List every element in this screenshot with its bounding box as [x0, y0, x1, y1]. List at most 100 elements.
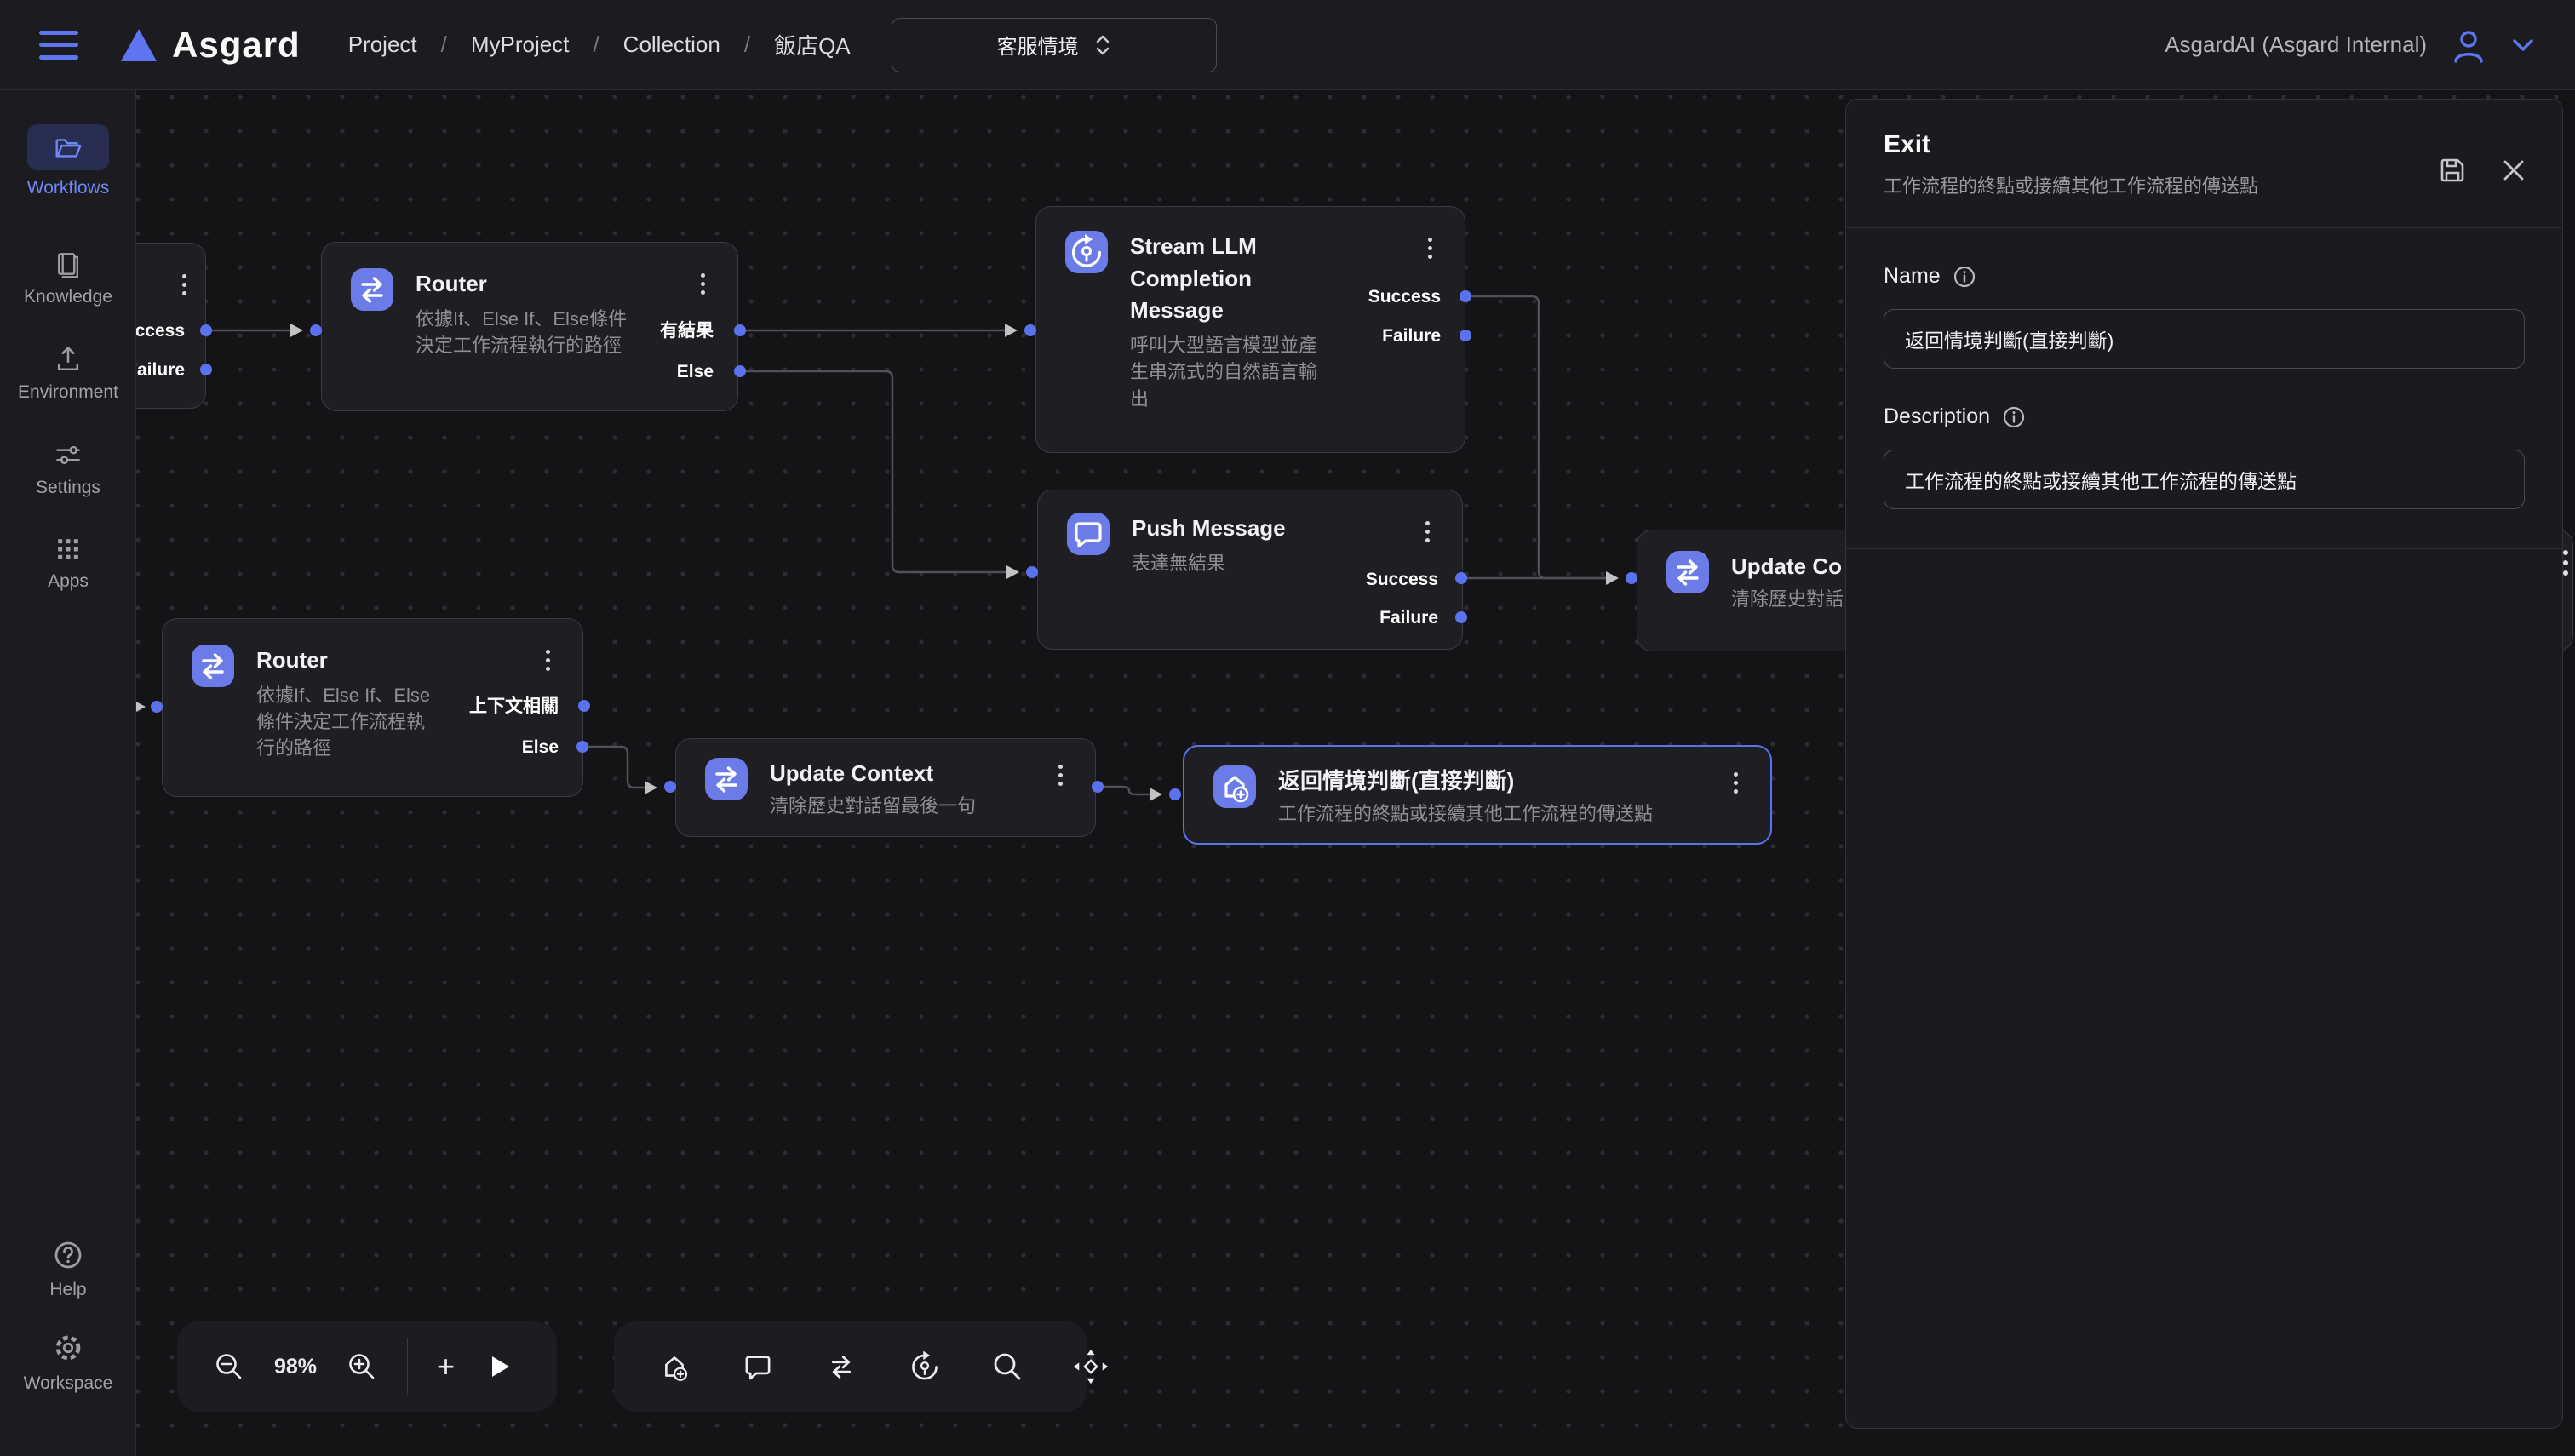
- node-menu-button[interactable]: [1414, 516, 1440, 547]
- router-node-tool-icon[interactable]: [823, 1349, 859, 1384]
- node-config-panel: Exit 工作流程的終點或接續其他工作流程的傳送點 Name Descripti…: [1845, 99, 2563, 1429]
- node-title: Update Context: [770, 760, 934, 786]
- exit-icon: [1213, 765, 1256, 808]
- sidebar-item-workflows[interactable]: Workflows: [0, 124, 136, 198]
- workflows-active-box: [27, 124, 109, 170]
- breadcrumb-separator: /: [743, 32, 751, 57]
- sidebar-item-apps[interactable]: Apps: [0, 535, 136, 592]
- exit-node-tool-icon[interactable]: [657, 1349, 692, 1384]
- zoom-toolbar: 98% +: [177, 1321, 557, 1412]
- folder-icon: [55, 139, 82, 158]
- update-context-icon: [705, 758, 748, 800]
- move-tool-icon[interactable]: [1072, 1348, 1110, 1385]
- panel-divider: [1846, 548, 2562, 549]
- sidebar-item-settings[interactable]: Settings: [0, 439, 136, 498]
- breadcrumb-current[interactable]: 飯店QA: [774, 33, 851, 59]
- upload-icon: [53, 344, 83, 375]
- panel-title: Exit: [1884, 130, 1931, 158]
- sidebar-item-label: Settings: [36, 478, 100, 497]
- node-description: 表達無結果: [1132, 552, 1226, 574]
- port-label-failure: Failure: [126, 360, 185, 380]
- node-title: Update Co: [1731, 553, 1842, 579]
- sidebar-item-knowledge[interactable]: Knowledge: [0, 249, 136, 307]
- zoom-in-button[interactable]: [346, 1350, 378, 1383]
- node-update-context[interactable]: Update Context 清除歷史對話留最後一句: [675, 738, 1096, 837]
- node-push-message[interactable]: Push Message 表達無結果 Success Failure: [1037, 490, 1463, 650]
- node-menu-button[interactable]: [1047, 760, 1073, 790]
- description-label: Description: [1884, 404, 1991, 428]
- top-navbar: Asgard Project / MyProject / Collection …: [0, 0, 2575, 90]
- zoom-out-button[interactable]: [213, 1350, 245, 1383]
- sidebar-item-help[interactable]: Help: [0, 1238, 136, 1300]
- breadcrumb-collection[interactable]: Collection: [622, 32, 720, 57]
- close-icon[interactable]: [2501, 158, 2526, 183]
- search-tool-icon[interactable]: [990, 1350, 1024, 1384]
- node-title: 返回情境判斷(直接判斷): [1278, 768, 1515, 794]
- node-menu-button-fragment[interactable]: [2563, 550, 2568, 576]
- sidebar-item-label: Workflows: [26, 178, 110, 198]
- add-button[interactable]: +: [437, 1349, 456, 1384]
- node-palette-toolbar: [614, 1321, 1109, 1412]
- port-label-else: Else: [676, 362, 714, 381]
- port-label-success: Success: [1368, 287, 1441, 307]
- node-description: 工作流程的終點或接續其他工作流程的傳送點: [1278, 802, 1654, 824]
- asgard-logo[interactable]: Asgard: [119, 25, 301, 66]
- breadcrumb-separator: /: [593, 32, 599, 57]
- name-input[interactable]: [1884, 309, 2525, 369]
- help-icon: [51, 1238, 85, 1272]
- node-description: 依據If、Else If、Else條件決定工作流程執行的路徑: [416, 307, 628, 356]
- logo-triangle-icon: [121, 28, 157, 61]
- panel-subtitle: 工作流程的終點或接續其他工作流程的傳送點: [1884, 175, 2259, 197]
- info-icon: [2003, 406, 2025, 427]
- breadcrumb: Project / MyProject / Collection / 飯店QA: [348, 29, 851, 60]
- description-input[interactable]: [1884, 450, 2525, 509]
- node-menu-button[interactable]: [1417, 232, 1442, 263]
- sidebar-item-workspace[interactable]: Workspace: [0, 1330, 136, 1394]
- chevron-up-down-icon: [1096, 35, 1109, 54]
- menu-icon[interactable]: [39, 30, 78, 60]
- node-description: 清除歷史對話留最後一句: [770, 794, 977, 817]
- node-menu-button[interactable]: [171, 269, 197, 300]
- info-icon: [1953, 266, 1975, 287]
- node-stream-llm[interactable]: Stream LLM Completion Message 呼叫大型語言模型並產…: [1035, 206, 1465, 453]
- sidebar-item-label: Knowledge: [24, 287, 112, 307]
- sidebar-item-label: Workspace: [23, 1373, 113, 1393]
- port-label-context: 上下文相關: [469, 696, 559, 716]
- update-context-icon: [1666, 551, 1709, 593]
- scenario-select[interactable]: 客服情境: [891, 17, 1217, 72]
- user-icon[interactable]: [2449, 26, 2488, 65]
- node-title: Router: [256, 647, 328, 673]
- sidebar-item-label: Help: [49, 1280, 87, 1299]
- node-title: Stream LLM Completion Message: [1130, 233, 1257, 324]
- toolbar-divider: [407, 1338, 409, 1395]
- port-label-else: Else: [521, 737, 559, 757]
- node-router-2[interactable]: Router 依據If、Else If、Else條件決定工作流程執行的路徑 上下…: [162, 618, 583, 797]
- chevron-down-icon[interactable]: [2510, 37, 2536, 54]
- node-menu-button[interactable]: [1723, 767, 1748, 798]
- node-menu-button[interactable]: [535, 645, 560, 675]
- node-router-1[interactable]: Router 依據If、Else If、Else條件決定工作流程執行的路徑 有結…: [321, 242, 738, 411]
- sidebar-item-environment[interactable]: Environment: [0, 344, 136, 403]
- llm-icon: [1065, 231, 1108, 273]
- account-label: AsgardAI (Asgard Internal): [2165, 32, 2427, 57]
- run-button[interactable]: [484, 1351, 514, 1382]
- sidebar-item-label: Apps: [48, 571, 89, 591]
- port-label-result: 有結果: [660, 321, 714, 341]
- node-description: 呼叫大型語言模型並產生串流式的自然語言輸出: [1130, 335, 1318, 410]
- breadcrumb-project[interactable]: Project: [347, 32, 417, 57]
- breadcrumb-myproject[interactable]: MyProject: [470, 32, 570, 57]
- llm-node-tool-icon[interactable]: [907, 1349, 943, 1384]
- sliders-icon: [53, 439, 83, 470]
- sidebar-item-label: Environment: [18, 382, 118, 402]
- scenario-select-value: 客服情境: [996, 36, 1079, 59]
- node-exit-selected[interactable]: 返回情境判斷(直接判斷) 工作流程的終點或接續其他工作流程的傳送點: [1183, 745, 1772, 845]
- router-icon: [192, 645, 234, 687]
- port-label-failure: Failure: [1382, 326, 1441, 346]
- node-menu-button[interactable]: [690, 268, 715, 299]
- gear-icon: [50, 1330, 86, 1366]
- zoom-level: 98%: [274, 1354, 318, 1379]
- panel-divider: [1846, 227, 2562, 228]
- save-icon[interactable]: [2438, 156, 2467, 185]
- message-node-tool-icon[interactable]: [740, 1349, 776, 1384]
- chat-bubble-icon: [1067, 513, 1110, 555]
